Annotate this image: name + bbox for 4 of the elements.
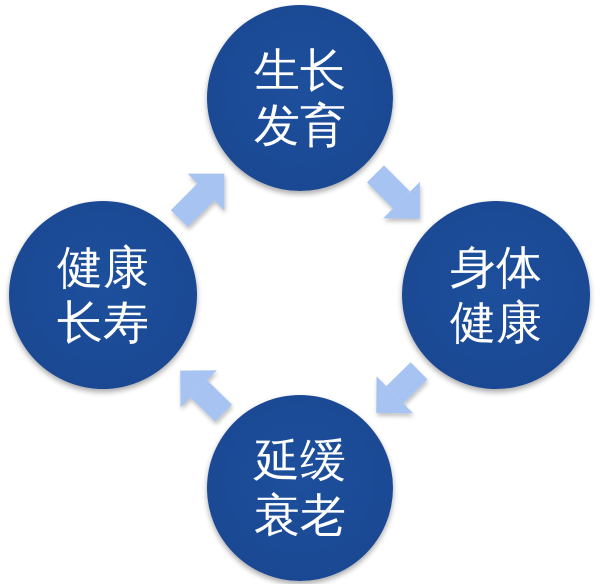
node-label: 身体健康 bbox=[449, 240, 543, 350]
node-label: 生长发育 bbox=[253, 42, 347, 154]
node-label: 延缓衰老 bbox=[252, 432, 347, 544]
node-label: 健康长寿 bbox=[56, 240, 150, 350]
